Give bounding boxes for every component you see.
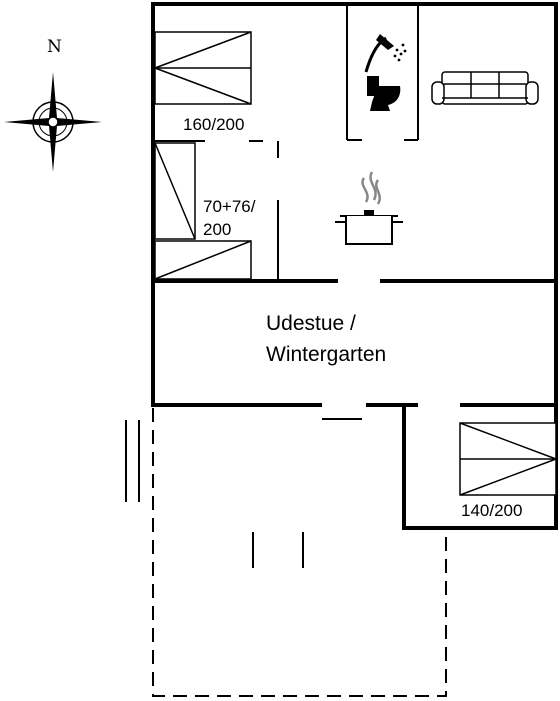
compass-north-label: N — [47, 37, 62, 57]
bed-size-label: 70+76/ — [203, 197, 256, 216]
bed-size-label: 140/200 — [461, 501, 522, 520]
room-label: Wintergarten — [266, 343, 386, 366]
cooking-pot-icon — [335, 171, 403, 245]
left-bedroom-walls — [155, 140, 279, 279]
bathroom-walls — [346, 6, 419, 141]
sofa-icon — [431, 71, 539, 105]
bed-size-label: 200 — [203, 220, 231, 239]
double-bed-160: 160/200 — [154, 31, 252, 134]
terrace-outline — [125, 408, 447, 697]
toilet-icon — [367, 76, 401, 111]
house-walls — [151, 2, 558, 530]
bed-size-label: 160/200 — [183, 115, 244, 134]
compass-rose-icon: N — [4, 37, 102, 172]
single-beds-70-76: 70+76/ 200 — [154, 142, 256, 280]
room-label: Udestue / — [266, 312, 356, 335]
double-bed-140: 140/200 — [459, 422, 557, 520]
shower-icon — [364, 34, 407, 73]
